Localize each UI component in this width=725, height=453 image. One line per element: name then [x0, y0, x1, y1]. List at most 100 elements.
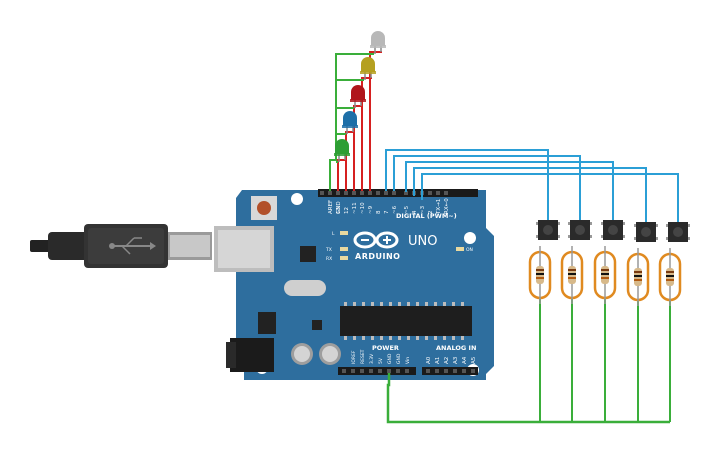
header-pin[interactable] — [360, 191, 364, 195]
digital-pin-label: ~11 — [352, 202, 358, 214]
header-pin[interactable] — [344, 191, 348, 195]
ground-wires — [386, 298, 671, 424]
pushbuttons — [536, 220, 690, 242]
led-l-label: L — [332, 231, 335, 237]
header-pin[interactable] — [369, 369, 373, 373]
led-green[interactable] — [334, 139, 350, 162]
led-blue[interactable] — [342, 111, 358, 134]
header-pin[interactable] — [436, 191, 440, 195]
led-signal-wire — [361, 77, 372, 191]
button-wires — [385, 149, 679, 222]
led-signal-wire — [345, 131, 354, 191]
header-pin[interactable] — [360, 369, 364, 373]
header-pin[interactable] — [387, 369, 391, 373]
power-pin-label: 5V — [378, 357, 384, 364]
power-pin-label: 3.3V — [369, 353, 375, 364]
analog-pin-label: A2 — [444, 357, 450, 364]
pushbutton[interactable] — [568, 220, 592, 240]
header-pin[interactable] — [435, 369, 439, 373]
resistor[interactable] — [528, 246, 552, 304]
header-pin[interactable] — [384, 191, 388, 195]
header-pin[interactable] — [352, 191, 356, 195]
header-pin[interactable] — [336, 191, 340, 195]
header-pin[interactable] — [405, 369, 409, 373]
digital-pin-label: 4 — [412, 210, 418, 214]
header-pin[interactable] — [328, 191, 332, 195]
header-pin[interactable] — [368, 191, 372, 195]
power-jack[interactable] — [230, 338, 274, 372]
analog-pin-label: A1 — [435, 357, 441, 364]
digital-pin-label: ~6 — [392, 205, 398, 214]
led-yellow[interactable] — [360, 57, 376, 80]
led-wires — [329, 51, 382, 191]
resistor[interactable] — [626, 248, 650, 306]
digital-pin-label: ~5 — [404, 205, 410, 214]
analog-header — [422, 367, 478, 375]
digital-pin-label: RX←0 — [444, 198, 450, 214]
analog-pin-label: A4 — [462, 356, 468, 364]
header-pin[interactable] — [426, 369, 430, 373]
pushbutton[interactable] — [666, 222, 690, 242]
header-pin[interactable] — [376, 191, 380, 195]
header-pin[interactable] — [428, 191, 432, 195]
digital-pin-label: ~3 — [420, 205, 426, 214]
header-pin[interactable] — [320, 191, 324, 195]
gnd-label: GND — [336, 201, 342, 214]
header-pin[interactable] — [378, 369, 382, 373]
bottom-pin-holes — [342, 369, 475, 373]
power-pin-label: GND — [396, 353, 402, 364]
led-gray[interactable] — [370, 31, 386, 54]
mounting-hole — [464, 232, 476, 244]
header-pin[interactable] — [453, 369, 457, 373]
header-pin[interactable] — [342, 369, 346, 373]
tx-label: TX — [325, 247, 332, 253]
power-pin-label: Vin — [405, 357, 411, 364]
button-signal-wire — [413, 167, 647, 222]
header-pin[interactable] — [404, 191, 408, 195]
analog-pin-label: A0 — [426, 356, 432, 364]
usb-cable[interactable] — [30, 224, 212, 268]
voltage-regulator — [258, 312, 276, 334]
power-pin-label: RESET — [360, 349, 366, 364]
led-signal-wire — [353, 105, 362, 191]
header-pin[interactable] — [396, 369, 400, 373]
header-pin[interactable] — [462, 369, 466, 373]
digital-pin-label: 12 — [344, 207, 350, 214]
digital-header — [318, 189, 478, 197]
header-pin[interactable] — [351, 369, 355, 373]
pushbutton[interactable] — [536, 220, 560, 240]
led-red[interactable] — [350, 85, 366, 108]
digital-pin-label: 13 — [336, 207, 342, 214]
power-header — [338, 367, 416, 375]
led-bodies — [334, 31, 386, 162]
button-signal-wire — [421, 173, 679, 222]
button-signal-wire — [405, 161, 614, 220]
crystal-oscillator — [284, 280, 326, 296]
header-pin[interactable] — [444, 369, 448, 373]
power-pin-label: IOREF — [351, 350, 357, 364]
resistor[interactable] — [593, 246, 617, 304]
header-pin[interactable] — [471, 369, 475, 373]
resistor[interactable] — [560, 246, 584, 304]
chip-pins — [344, 302, 464, 340]
arduino-logo-icon — [353, 231, 399, 249]
digital-pin-label: 7 — [384, 210, 390, 214]
button-signal-wire — [393, 155, 581, 220]
on-label: ON — [466, 247, 473, 253]
ground-bus-wire — [386, 373, 670, 424]
header-pin[interactable] — [444, 191, 448, 195]
digital-pin-label: ~10 — [360, 202, 366, 214]
power-section-label: POWER — [372, 344, 399, 352]
digital-pin-label: 8 — [376, 210, 382, 214]
analog-section-label: ANALOG IN — [436, 344, 476, 352]
header-pin[interactable] — [392, 191, 396, 195]
pushbutton[interactable] — [634, 222, 658, 242]
digital-pin-holes — [320, 191, 448, 195]
pushbutton[interactable] — [601, 220, 625, 240]
resistor[interactable] — [658, 248, 682, 306]
led-signal-wire — [337, 159, 346, 191]
